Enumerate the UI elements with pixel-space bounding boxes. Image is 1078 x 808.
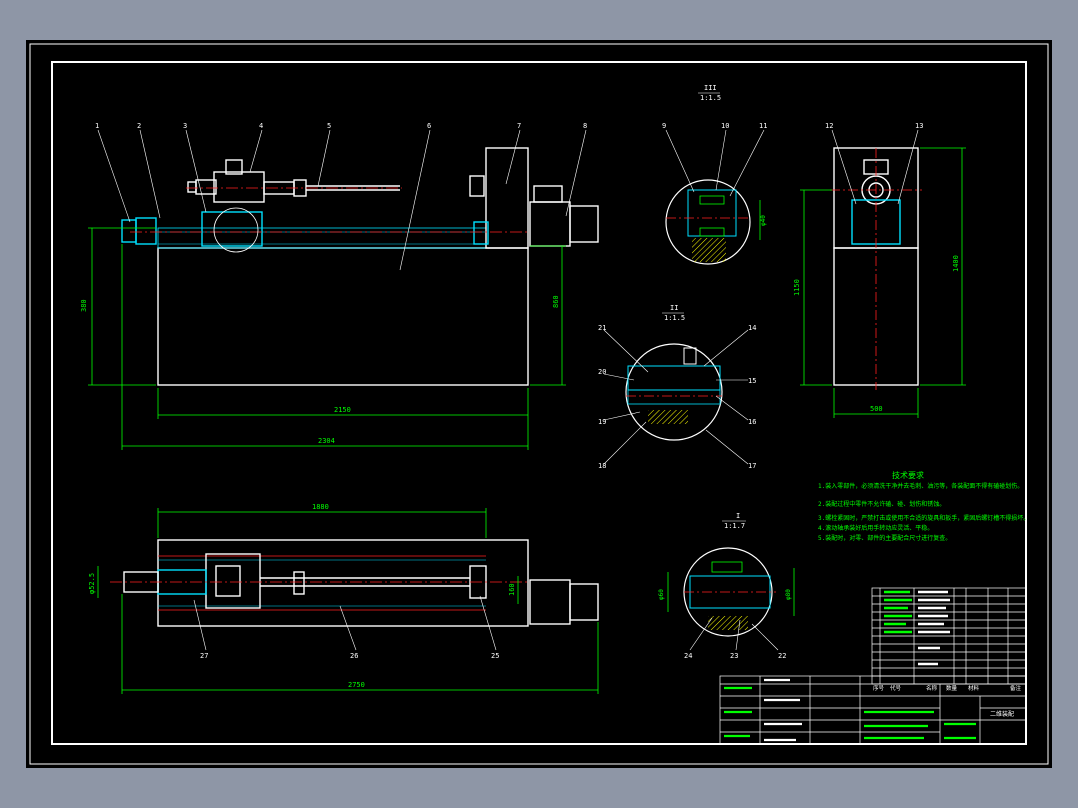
dim-front-height-left: 380 bbox=[80, 299, 88, 312]
part-number: 10 bbox=[721, 122, 729, 130]
drawing-border bbox=[51, 61, 1027, 745]
side-view bbox=[830, 147, 922, 390]
part-number: 2 bbox=[137, 122, 141, 130]
technical-note-line: 1.装入零部件，必须清洗干净并去毛刺、油污等，各装配面不得有磕碰划伤。 bbox=[818, 482, 1023, 490]
detail-i-scale: 1:1.7 bbox=[724, 522, 745, 530]
front-view-dimension-labels: 380 860 2150 2304 bbox=[80, 295, 560, 445]
part-number: 24 bbox=[684, 652, 692, 660]
part-number: 1 bbox=[95, 122, 99, 130]
dim-side-height-right: 1400 bbox=[952, 255, 960, 272]
side-view-dimensions bbox=[800, 147, 966, 418]
parts-header-qty: 数量 bbox=[946, 684, 958, 692]
part-number: 22 bbox=[778, 652, 786, 660]
title-block bbox=[719, 675, 1027, 745]
part-number: 21 bbox=[598, 324, 606, 332]
dim-detail-i-left: φ60 bbox=[658, 589, 665, 600]
part-number: 23 bbox=[730, 652, 738, 660]
front-view-leaders bbox=[97, 129, 587, 271]
technical-notes-title: 技术要求 bbox=[892, 470, 924, 480]
dim-detail-iii: φ40 bbox=[760, 215, 767, 226]
dim-detail-i-right: φ80 bbox=[785, 589, 792, 600]
part-number: 26 bbox=[350, 652, 358, 660]
parts-list bbox=[871, 587, 1027, 685]
front-carriage bbox=[201, 211, 263, 247]
technical-notes: 技术要求 1.装入零部件，必须清洗干净并去毛刺、油污等，各装配面不得有磕碰划伤。… bbox=[818, 470, 1029, 542]
part-number: 5 bbox=[327, 122, 331, 130]
technical-note-line: 3.螺栓紧固时，严禁打击或使用不合适的旋具和扳手，紧固后螺钉槽不得损坏。 bbox=[818, 514, 1029, 522]
detail-iii: III 1:1.5 φ40 9 10 11 bbox=[662, 84, 767, 265]
part-number: 27 bbox=[200, 652, 208, 660]
dim-side-height-left: 1150 bbox=[793, 279, 801, 296]
technical-note-line: 2.装配过程中零件不允许磕、碰、划伤和锈蚀。 bbox=[818, 500, 945, 508]
part-number: 7 bbox=[517, 122, 521, 130]
side-view-dimension-labels: 1150 1400 500 bbox=[793, 255, 960, 413]
part-number: 12 bbox=[825, 122, 833, 130]
part-number: 9 bbox=[662, 122, 666, 130]
drawing-outer-frame bbox=[29, 43, 1049, 765]
technical-note-line: 5.装配时，对零、部件的主要配合尺寸进行复查。 bbox=[818, 534, 951, 542]
part-number: 18 bbox=[598, 462, 606, 470]
title-block-fills bbox=[724, 678, 976, 742]
part-number: 14 bbox=[748, 324, 756, 332]
detail-i-title: I bbox=[736, 512, 740, 520]
dim-top-right-small: 160 bbox=[508, 583, 516, 596]
part-number: 11 bbox=[759, 122, 767, 130]
front-gearbox bbox=[485, 147, 529, 249]
dim-top-length: 1880 bbox=[312, 503, 329, 511]
dim-front-height-right: 860 bbox=[552, 295, 560, 308]
front-view-part-numbers: 1 2 3 4 5 6 7 8 bbox=[95, 122, 587, 130]
detail-i: I 1:1.7 φ60 φ80 24 23 22 bbox=[658, 512, 795, 660]
part-number: 19 bbox=[598, 418, 606, 426]
dim-top-width-total: 2750 bbox=[348, 681, 365, 689]
detail-ii: II 1:1.5 21 20 19 18 14 15 16 17 bbox=[598, 304, 756, 470]
part-number: 17 bbox=[748, 462, 756, 470]
drawing-sheet bbox=[26, 40, 1052, 768]
part-number: 3 bbox=[183, 122, 187, 130]
parts-header-code: 代号 bbox=[890, 684, 902, 692]
technical-note-line: 4.滚动轴承装好后用手转动应灵活、平稳。 bbox=[818, 524, 933, 532]
top-view bbox=[110, 539, 599, 627]
part-number: 16 bbox=[748, 418, 756, 426]
detail-iii-title: III bbox=[704, 84, 717, 92]
part-number: 8 bbox=[583, 122, 587, 130]
detail-ii-marker-circle bbox=[213, 207, 259, 253]
dim-front-width-inner: 2150 bbox=[334, 406, 351, 414]
parts-header-material: 材料 bbox=[968, 684, 980, 692]
parts-list-header: 序号 代号 名称 数量 材料 备注 bbox=[873, 684, 1022, 692]
top-view-dimension-labels: 1880 2750 φ52.5 160 bbox=[88, 503, 516, 689]
part-number: 6 bbox=[427, 122, 431, 130]
detail-iii-scale: 1:1.5 bbox=[700, 94, 721, 102]
dim-top-left-dia: φ52.5 bbox=[88, 573, 96, 594]
parts-header-note: 备注 bbox=[1010, 684, 1022, 692]
part-number: 20 bbox=[598, 368, 606, 376]
dim-side-width: 500 bbox=[870, 405, 883, 413]
dim-front-width-outer: 2304 bbox=[318, 437, 335, 445]
front-view-dimensions bbox=[88, 227, 566, 450]
part-number: 15 bbox=[748, 377, 756, 385]
detail-ii-title: II bbox=[670, 304, 678, 312]
parts-list-fills bbox=[884, 590, 950, 666]
part-number: 25 bbox=[491, 652, 499, 660]
drawing-name: 二维装配 bbox=[990, 710, 1014, 718]
detail-ii-scale: 1:1.5 bbox=[664, 314, 685, 322]
parts-header-seq: 序号 bbox=[873, 684, 885, 692]
top-view-dimensions bbox=[97, 508, 599, 694]
part-number: 13 bbox=[915, 122, 923, 130]
front-view bbox=[121, 147, 599, 386]
parts-header-name: 名称 bbox=[926, 684, 938, 692]
part-number: 4 bbox=[259, 122, 263, 130]
front-motor-cap bbox=[569, 205, 599, 243]
